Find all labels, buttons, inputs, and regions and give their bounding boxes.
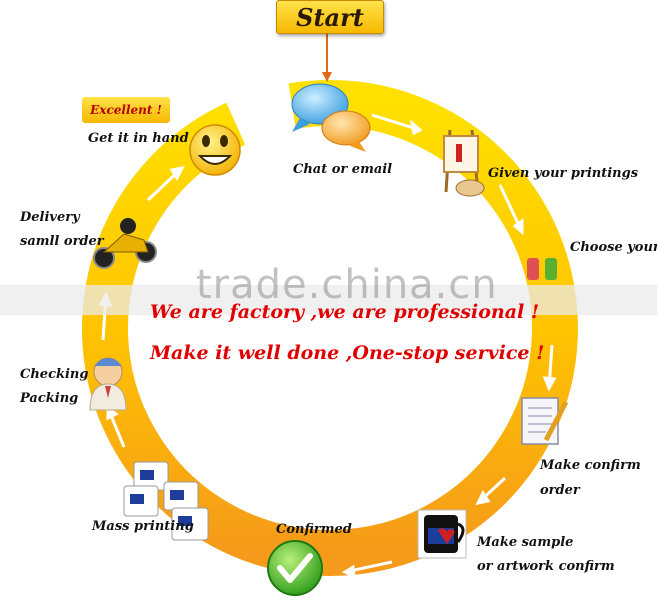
watermark: trade.china.cn [196, 262, 498, 308]
start-box: Start [276, 0, 384, 34]
speech-bubbles-icon [291, 83, 371, 152]
start-label: Start [296, 2, 364, 32]
mugs-icon [123, 461, 209, 541]
step-packing: Packing [20, 391, 79, 406]
step-given-printings: Given your printings [488, 166, 639, 181]
paint-pots-icon [527, 258, 557, 280]
step-checking: Checking [20, 367, 89, 382]
tagline-service: Make it well done ,One-stop service ! [150, 342, 545, 364]
step-order: order [540, 483, 580, 498]
mug-icon [417, 509, 467, 559]
process-ring [82, 80, 578, 576]
checkmark-icon [267, 540, 323, 596]
excellent-box: Excellent ! [82, 97, 170, 123]
motorcycle-icon [93, 218, 157, 269]
step-confirmed: Confirmed [276, 522, 352, 537]
step-get-in-hand: Get it in hand [88, 131, 189, 146]
step-mass-printing: Mass printing [92, 519, 194, 534]
step-make-confirm: Make confirm [540, 458, 641, 473]
watermark-band [0, 285, 657, 315]
step-small-order: samll order [20, 234, 104, 249]
step-choose-your: Choose your [570, 240, 657, 255]
step-delivery: Delivery [20, 210, 80, 225]
step-artwork-confirm: or artwork confirm [477, 559, 615, 574]
smiley-icon [189, 124, 241, 176]
step-make-sample: Make sample [477, 535, 574, 550]
step-chat-or-email: Chat or email [293, 162, 393, 177]
document-pencil-icon [521, 397, 569, 445]
easel-icon [443, 129, 485, 197]
excellent-label: Excellent ! [90, 103, 162, 117]
start-arrow [322, 34, 332, 82]
tagline-factory: We are factory ,we are professional ! [150, 301, 540, 323]
worker-icon [89, 357, 127, 411]
